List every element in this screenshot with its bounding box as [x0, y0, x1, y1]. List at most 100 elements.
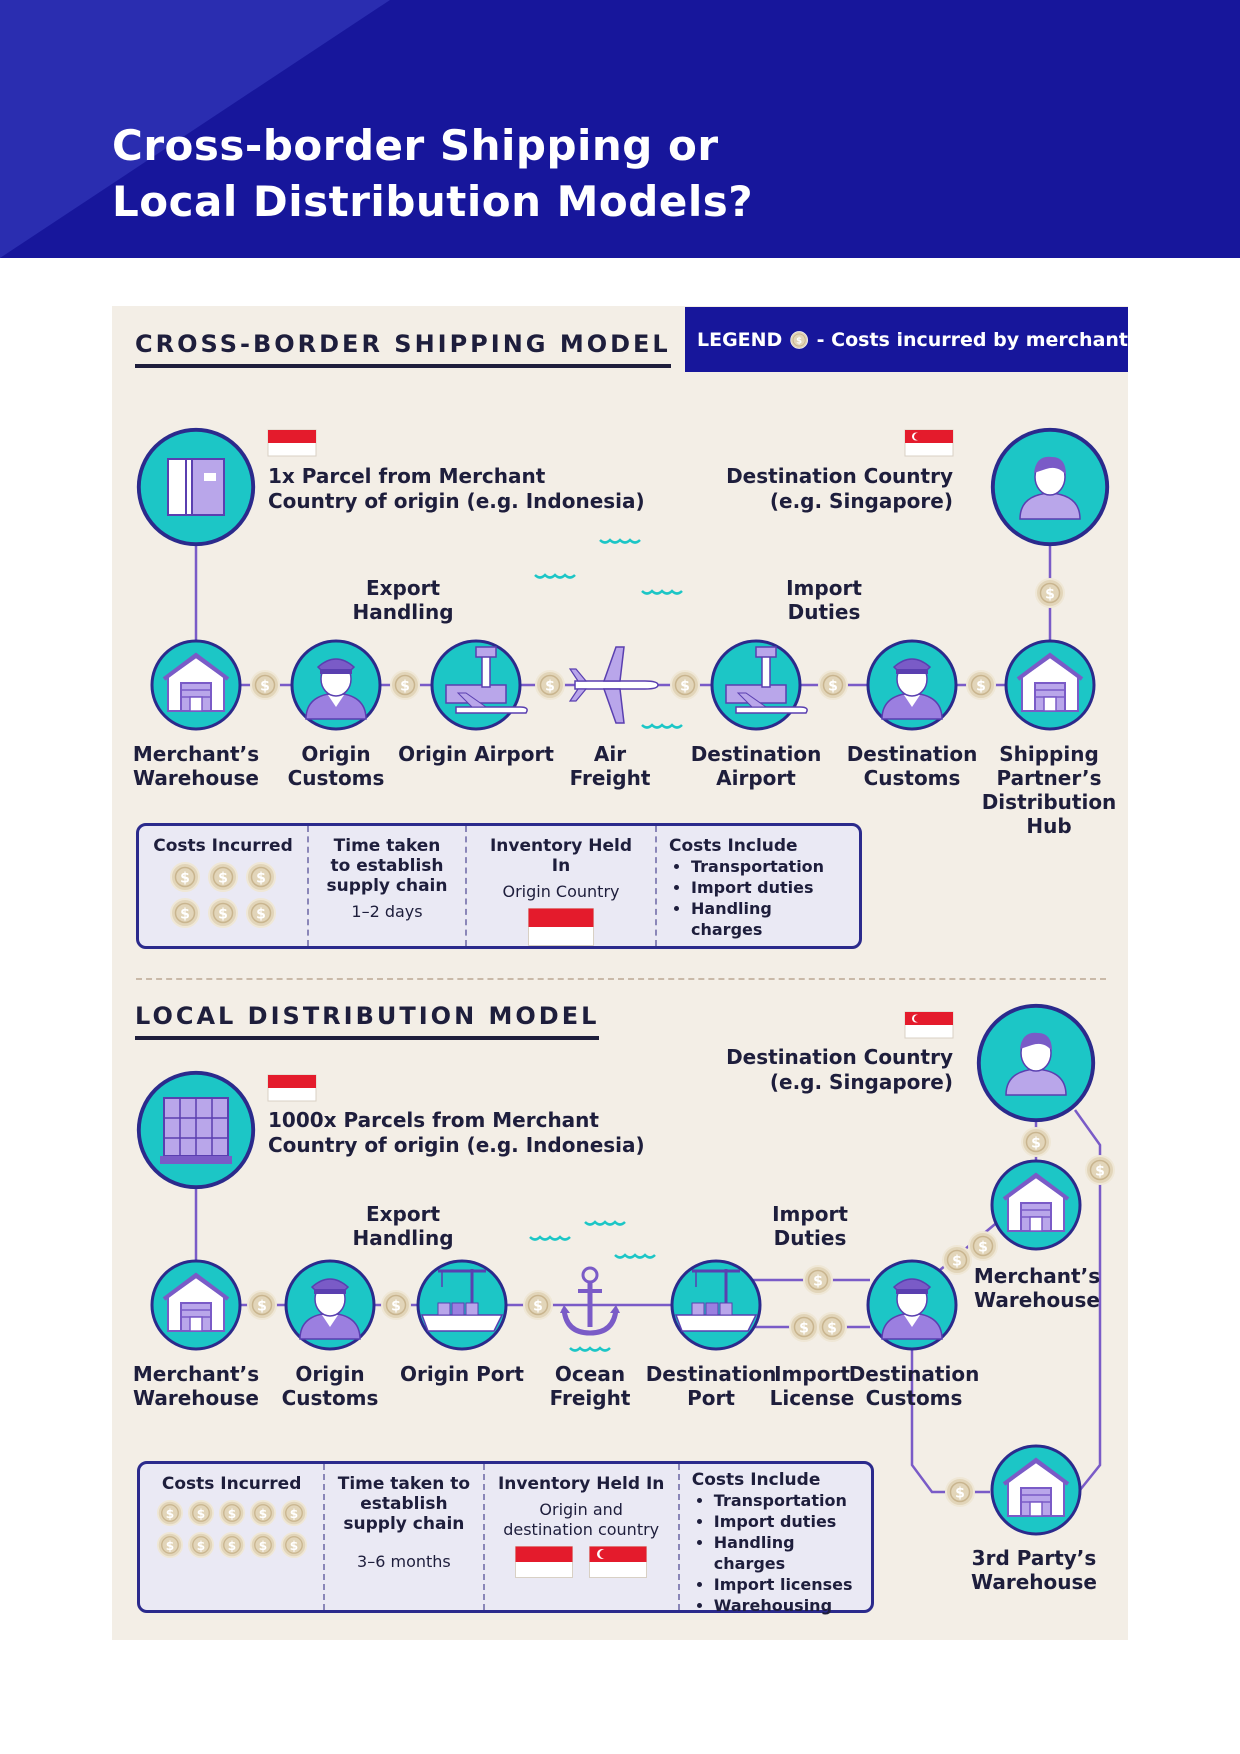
- node-label-line: 3rd Party’s: [971, 1546, 1097, 1570]
- svg-text:$: $: [256, 907, 266, 923]
- dollar-coin-icon: [818, 670, 848, 700]
- dollar-coin-icon: [390, 670, 420, 700]
- time-column: Time taken to establish supply chain 3–6…: [323, 1464, 482, 1610]
- export-handling-label: Export Handling: [352, 576, 453, 624]
- merchant-warehouse-node: [150, 639, 242, 731]
- dollar-coin-icon: [817, 1312, 847, 1342]
- destination-description: Destination Country (e.g. Singapore): [726, 464, 953, 514]
- dollar-coin-icon: [250, 670, 280, 700]
- legend: LEGEND $ - Costs incurred by merchant: [685, 307, 1128, 372]
- export-handling-label: Export Handling: [352, 1202, 453, 1250]
- svg-text:$: $: [218, 907, 228, 923]
- flags-row: [497, 1546, 666, 1578]
- node-label-line: Customs: [281, 1386, 379, 1410]
- dollar-coin-icon: [945, 1477, 975, 1507]
- node-label-line: Customs: [865, 1386, 963, 1410]
- list-item: Handling charges: [714, 1532, 859, 1574]
- node-label-line: Origin: [295, 1362, 365, 1386]
- node-label-line: Warehouse: [133, 1386, 259, 1410]
- node-label-line: License: [769, 1386, 855, 1410]
- list-item: Import duties: [714, 1511, 859, 1532]
- cross-border-section-title: CROSS-BORDER SHIPPING MODEL: [135, 330, 671, 368]
- anchor-icon: [560, 1266, 620, 1336]
- svg-text:$: $: [196, 1539, 204, 1553]
- legend-text: - Costs incurred by merchant: [816, 328, 1128, 351]
- node-label-line: Port: [687, 1386, 735, 1410]
- destination-port-node: [670, 1259, 762, 1351]
- costs-include-column: Costs Include Transportation Import duti…: [655, 826, 859, 946]
- node-label-line: Destination: [690, 742, 822, 766]
- dollar-coin-icon: [1035, 578, 1065, 608]
- list-item: Transportation: [691, 856, 847, 877]
- dollar-coin-icon: $: [208, 862, 238, 892]
- origin-customs-node: [284, 1259, 376, 1351]
- indonesia-flag-icon: [515, 1546, 574, 1578]
- dollar-coin-icon: $: [249, 1532, 276, 1558]
- dollar-coin-icon: [789, 1312, 819, 1342]
- node-label-line: Ocean: [554, 1362, 626, 1386]
- destination-customs-node: [866, 1259, 958, 1351]
- node-label-line: Destination: [848, 1362, 980, 1386]
- node-label-line: Origin Airport: [398, 742, 554, 766]
- node-label-line: Freight: [549, 1386, 631, 1410]
- dollar-coin-icon: $: [249, 1500, 276, 1526]
- dollar-coin-icon: [247, 1290, 277, 1320]
- import-line1: Import: [772, 1202, 848, 1226]
- dollar-coin-icon: [942, 1245, 972, 1275]
- node-label-line: Warehouse: [971, 1570, 1097, 1594]
- local-section-title: LOCAL DISTRIBUTION MODEL: [135, 1002, 600, 1040]
- costs-include-heading: Costs Include: [691, 1470, 821, 1490]
- dollar-coin-icon: [381, 1290, 411, 1320]
- page-title-line2: Local Distribution Models?: [112, 177, 754, 226]
- dollar-coin-icon: $: [156, 1500, 183, 1526]
- dollar-coin-icon: $: [208, 898, 238, 928]
- dollar-coin-icon: [968, 1231, 998, 1261]
- wave-icon: [598, 538, 642, 544]
- list-item: Import duties: [691, 877, 847, 898]
- dollar-coin-icon: $: [218, 1500, 245, 1526]
- svg-text:$: $: [227, 1539, 235, 1553]
- parcel-node: [136, 427, 256, 547]
- legend-label: LEGEND: [697, 328, 783, 351]
- dollar-coin-icon: [670, 670, 700, 700]
- node-label-origin-port: Origin Port: [400, 1362, 524, 1386]
- origin-customs-node: [290, 639, 382, 731]
- costs-include-list: Transportation Import duties Handling ch…: [692, 1490, 859, 1616]
- wave-icon: [640, 589, 684, 595]
- svg-text:$: $: [256, 871, 266, 887]
- indonesia-flag-icon: [267, 1074, 317, 1102]
- node-label-line: Shipping: [999, 742, 1099, 766]
- origin-line2: Country of origin (e.g. Indonesia): [268, 489, 645, 513]
- list-item: Transportation: [714, 1490, 859, 1511]
- pallet-node: [136, 1070, 256, 1190]
- dollar-coin-icon: $: [280, 1500, 307, 1526]
- origin-port-node: [416, 1259, 508, 1351]
- node-label-line: Warehouse: [974, 1288, 1100, 1312]
- coin-grid: $$$$$$: [151, 862, 295, 928]
- wave-icon: [583, 1220, 627, 1226]
- destination-line1: Destination Country: [726, 1045, 953, 1069]
- airplane-icon: [568, 646, 659, 724]
- svg-text:$: $: [289, 1539, 297, 1553]
- time-value: 3–6 months: [357, 1552, 451, 1571]
- node-label-line: Merchant’s: [973, 1264, 1101, 1288]
- inventory-column: Inventory Held In Origin and destination…: [482, 1464, 678, 1610]
- node-label-line: Merchant’s: [132, 742, 260, 766]
- customer-node: [976, 1003, 1096, 1123]
- node-label-line: Hub: [1026, 814, 1072, 838]
- origin-airport-node: [430, 639, 528, 731]
- wave-icon: [640, 723, 684, 729]
- dollar-coin-icon: $: [246, 898, 276, 928]
- singapore-flag-icon: [904, 429, 954, 457]
- origin-line1: 1x Parcel from Merchant: [268, 464, 546, 488]
- node-label-line: Origin: [301, 742, 371, 766]
